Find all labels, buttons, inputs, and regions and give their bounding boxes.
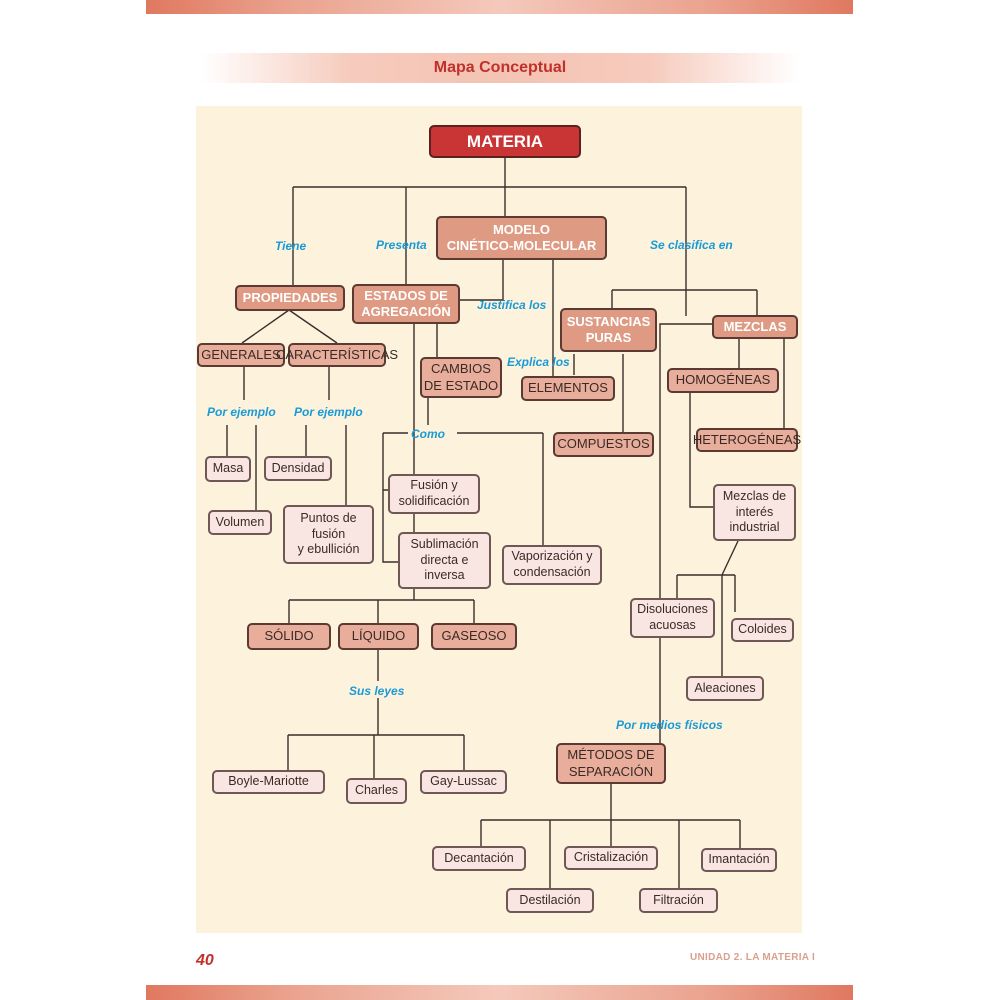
bottom-decorative-band <box>146 985 853 1000</box>
node-cristalizacion: Cristalización <box>564 846 658 870</box>
page-number: 40 <box>196 952 214 969</box>
node-decantacion: Decantación <box>432 846 526 871</box>
node-propiedades: PROPIEDADES <box>235 285 345 311</box>
node-homogeneas: HOMOGÉNEAS <box>667 368 779 393</box>
node-destilacion: Destilación <box>506 888 594 913</box>
node-heterogeneas: HETEROGÉNEAS <box>693 428 801 452</box>
label-como: Como <box>411 427 445 441</box>
label-justifica-los: Justifica los <box>477 298 547 312</box>
node-gay-lussac: Gay-Lussac <box>420 770 507 794</box>
node-elementos: ELEMENTOS <box>521 376 615 401</box>
node-charles: Charles <box>346 778 407 804</box>
node-volumen: Volumen <box>208 510 272 535</box>
node-fusion-solidificacion: Fusión y solidificación <box>388 474 480 514</box>
label-por-ejemplo-generales: Por ejemplo <box>207 405 276 419</box>
node-caracteristicas: CARACTERÍSTICAS <box>276 343 398 367</box>
node-densidad: Densidad <box>264 456 332 481</box>
unit-label: UNIDAD 2. LA MATERIA I <box>690 952 816 963</box>
node-disoluciones-acuosas: Disoluciones acuosas <box>630 598 715 638</box>
node-generales: GENERALES <box>197 343 285 367</box>
node-sublimacion: Sublimación directa e inversa <box>398 532 491 589</box>
label-explica-los: Explica los <box>507 355 570 369</box>
node-imantacion: Imantación <box>701 848 777 872</box>
node-gaseoso: GASEOSO <box>431 623 517 650</box>
node-compuestos: COMPUESTOS <box>553 432 654 457</box>
node-metodos-separacion: MÉTODOS DE SEPARACIÓN <box>556 743 666 784</box>
label-por-medios-fisicos: Por medios físicos <box>616 718 723 732</box>
node-masa: Masa <box>205 456 251 482</box>
node-puntos-fusion: Puntos de fusión y ebullición <box>283 505 374 564</box>
top-decorative-band <box>146 0 853 14</box>
label-tiene: Tiene <box>275 239 307 253</box>
node-mezclas: MEZCLAS <box>712 315 798 339</box>
node-estados-agregacion: ESTADOS DE AGREGACIÓN <box>352 284 460 324</box>
label-presenta: Presenta <box>376 238 427 252</box>
node-cambios-estado: CAMBIOS DE ESTADO <box>420 357 502 398</box>
node-liquido: LÍQUIDO <box>338 623 419 650</box>
node-materia: MATERIA <box>429 125 581 158</box>
node-boyle-mariotte: Boyle-Mariotte <box>212 770 325 794</box>
node-modelo-cinetico: MODELO CINÉTICO-MOLECULAR <box>436 216 607 260</box>
label-por-ejemplo-caracteristicas: Por ejemplo <box>294 405 363 419</box>
node-aleaciones: Aleaciones <box>686 676 764 701</box>
node-sustancias-puras: SUSTANCIAS PURAS <box>560 308 657 352</box>
node-vaporizacion: Vaporización y condensación <box>502 545 602 585</box>
node-coloides: Coloides <box>731 618 794 642</box>
node-solido: SÓLIDO <box>247 623 331 650</box>
node-mezclas-interes-industrial: Mezclas de interés industrial <box>713 484 796 541</box>
label-sus-leyes: Sus leyes <box>349 684 405 698</box>
title-banner: Mapa Conceptual <box>200 53 800 83</box>
page-title: Mapa Conceptual <box>433 59 567 76</box>
label-se-clasifica-en: Se clasifica en <box>650 238 733 252</box>
node-filtracion: Filtración <box>639 888 718 913</box>
